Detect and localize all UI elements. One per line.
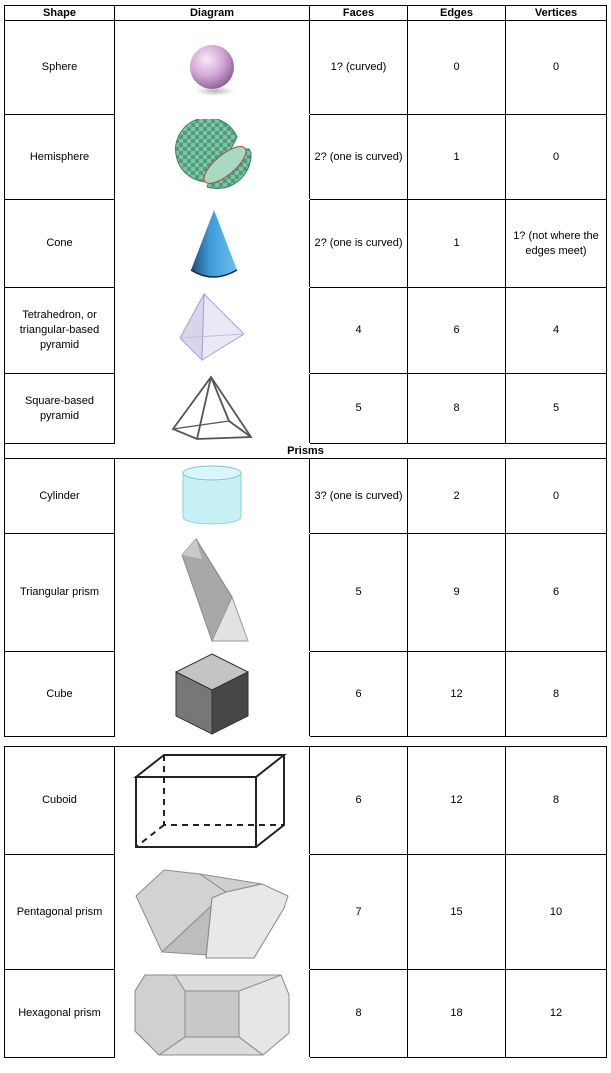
header-vertices: Vertices xyxy=(505,5,607,21)
table-row: Square-based pyramid 5 8 5 xyxy=(4,373,607,444)
diagram-cell xyxy=(114,533,310,652)
header-faces: Faces xyxy=(309,5,408,21)
tetrahedron-diagram-icon xyxy=(179,292,245,361)
table-row: Hexagonal prism 8 18 12 xyxy=(4,969,607,1058)
shape-name: Cone xyxy=(4,199,115,288)
vertices-cell: 12 xyxy=(505,969,607,1058)
section-row: Prisms xyxy=(4,443,607,459)
faces-cell: 3? (one is curved) xyxy=(309,458,408,534)
diagram-cell xyxy=(114,458,310,534)
faces-cell: 7 xyxy=(309,854,408,970)
table-row: Sphere 1? (curved) 0 xyxy=(4,20,607,115)
header-row: Shape Diagram Faces Edges Vertices xyxy=(4,5,607,21)
section-title-prisms: Prisms xyxy=(4,443,607,459)
shape-name: Tetrahedron, or triangular-based pyramid xyxy=(4,287,115,374)
table-row: Cuboid 6 12 8 xyxy=(4,746,607,855)
faces-cell: 5 xyxy=(309,533,408,652)
vertices-cell: 8 xyxy=(505,746,607,855)
diagram-cell xyxy=(114,114,310,200)
pentagonal-prism-diagram-icon xyxy=(135,869,289,959)
shapes-table-part-2: Cuboid 6 12 8 Pentagonal prism xyxy=(4,746,607,1058)
header-edges: Edges xyxy=(407,5,506,21)
edges-cell: 6 xyxy=(407,287,506,374)
edges-cell: 15 xyxy=(407,854,506,970)
edges-cell: 18 xyxy=(407,969,506,1058)
vertices-cell: 6 xyxy=(505,533,607,652)
shape-name: Hemisphere xyxy=(4,114,115,200)
table-row: Pentagonal prism 7 15 10 xyxy=(4,854,607,970)
edges-cell: 2 xyxy=(407,458,506,534)
diagram-cell xyxy=(114,969,310,1058)
diagram-cell xyxy=(114,199,310,288)
diagram-cell xyxy=(114,651,310,737)
cone-diagram-icon xyxy=(190,209,238,278)
faces-cell: 6 xyxy=(309,746,408,855)
table-row: Hemisphere 2? (one is curved) 1 0 xyxy=(4,114,607,200)
faces-cell: 2? (one is curved) xyxy=(309,199,408,288)
header-shape: Shape xyxy=(4,5,115,21)
vertices-cell: 0 xyxy=(505,458,607,534)
edges-cell: 9 xyxy=(407,533,506,652)
sphere-diagram-icon xyxy=(190,44,235,96)
edges-cell: 0 xyxy=(407,20,506,115)
vertices-cell: 5 xyxy=(505,373,607,444)
edges-cell: 12 xyxy=(407,746,506,855)
cylinder-diagram-icon xyxy=(182,465,242,525)
table-row: Cylinder 3? (one is curved) 2 0 xyxy=(4,458,607,534)
hemisphere-diagram-icon xyxy=(175,119,252,190)
edges-cell: 1 xyxy=(407,114,506,200)
cuboid-diagram-icon xyxy=(133,753,287,848)
faces-cell: 1? (curved) xyxy=(309,20,408,115)
edges-cell: 8 xyxy=(407,373,506,444)
table-row: Triangular prism 5 9 6 xyxy=(4,533,607,652)
diagram-cell xyxy=(114,373,310,444)
vertices-cell: 1? (not where the edges meet) xyxy=(505,199,607,288)
faces-cell: 6 xyxy=(309,651,408,737)
shape-name: Hexagonal prism xyxy=(4,969,115,1058)
diagram-cell xyxy=(114,746,310,855)
faces-cell: 4 xyxy=(309,287,408,374)
diagram-cell xyxy=(114,854,310,970)
faces-cell: 8 xyxy=(309,969,408,1058)
square-pyramid-diagram-icon xyxy=(171,374,253,440)
vertices-cell: 10 xyxy=(505,854,607,970)
shape-name: Triangular prism xyxy=(4,533,115,652)
faces-cell: 2? (one is curved) xyxy=(309,114,408,200)
shape-name: Pentagonal prism xyxy=(4,854,115,970)
shape-name: Sphere xyxy=(4,20,115,115)
shape-name: Cube xyxy=(4,651,115,737)
diagram-cell xyxy=(114,20,310,115)
diagram-cell xyxy=(114,287,310,374)
vertices-cell: 0 xyxy=(505,114,607,200)
shape-name: Cuboid xyxy=(4,746,115,855)
table-row: Cone 2? (one is curved) 1 1? (not where … xyxy=(4,199,607,288)
vertices-cell: 0 xyxy=(505,20,607,115)
faces-cell: 5 xyxy=(309,373,408,444)
hexagonal-prism-diagram-icon xyxy=(134,973,290,1056)
table-row: Tetrahedron, or triangular-based pyramid… xyxy=(4,287,607,374)
vertices-cell: 4 xyxy=(505,287,607,374)
edges-cell: 1 xyxy=(407,199,506,288)
triangular-prism-diagram-icon xyxy=(181,537,249,642)
header-diagram: Diagram xyxy=(114,5,310,21)
edges-cell: 12 xyxy=(407,651,506,737)
table-row: Cube 6 12 8 xyxy=(4,651,607,737)
shape-name: Square-based pyramid xyxy=(4,373,115,444)
vertices-cell: 8 xyxy=(505,651,607,737)
shapes-table-part-1: Shape Diagram Faces Edges Vertices Spher… xyxy=(4,5,607,737)
shape-name: Cylinder xyxy=(4,458,115,534)
cube-diagram-icon xyxy=(174,653,250,735)
